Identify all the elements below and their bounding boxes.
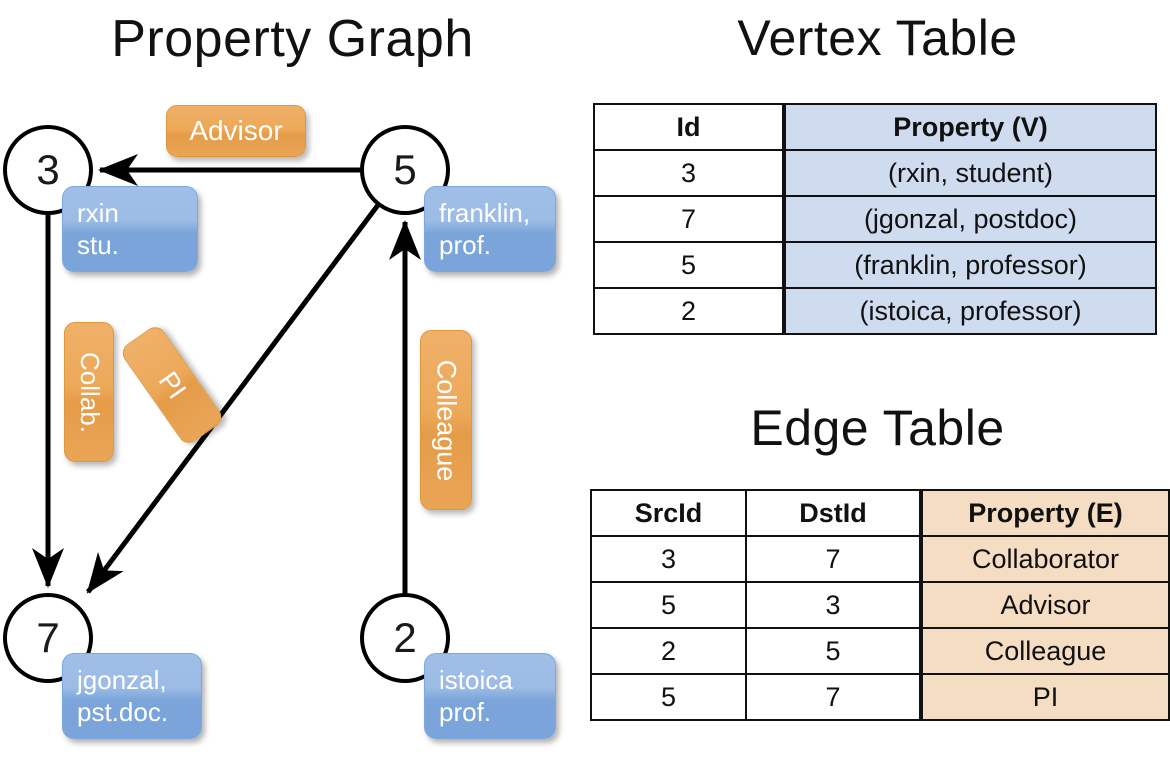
node-property-box-3[interactable]: rxin stu.	[62, 186, 198, 272]
vertex-cell-property: (rxin, student)	[782, 149, 1157, 197]
page-title-property-graph: Property Graph	[111, 10, 474, 68]
vertex-cell-id: 5	[593, 241, 785, 289]
graph-edge-arrows	[32, 154, 421, 595]
edge-label-advisor[interactable]: Advisor	[166, 105, 306, 157]
table-row[interactable]: 5 3 Advisor	[590, 581, 1170, 629]
edge-label-collab-text: Collab.	[74, 351, 105, 433]
table-row[interactable]: 5 (franklin, professor)	[593, 241, 1157, 289]
edge-cell-srcid: 3	[590, 535, 747, 583]
edge-cell-property: Colleague	[919, 627, 1170, 675]
node-property-2-line1: istoica	[439, 665, 513, 695]
vertex-table-header-property: Property (V)	[782, 103, 1157, 151]
table-row[interactable]: 3 (rxin, student)	[593, 149, 1157, 197]
edge-table-header-dstid: DstId	[745, 489, 922, 537]
vertex-cell-property: (istoica, professor)	[782, 287, 1157, 335]
vertex-table-header-id: Id	[593, 103, 785, 151]
edge-table-header-property: Property (E)	[919, 489, 1170, 537]
vertex-table: Id Property (V) 3 (rxin, student) 7 (jgo…	[593, 103, 1157, 335]
vertex-cell-property: (jgonzal, postdoc)	[782, 195, 1157, 243]
graph-node-2-label: 2	[393, 614, 417, 661]
node-property-3-line1: rxin	[77, 198, 119, 228]
edge-table: SrcId DstId Property (E) 3 7 Collaborato…	[590, 489, 1170, 721]
vertex-cell-id: 2	[593, 287, 785, 335]
graph-node-3-label: 3	[36, 146, 60, 193]
edge-cell-property: PI	[919, 673, 1170, 721]
table-row[interactable]: 3 7 Collaborator	[590, 535, 1170, 583]
node-property-box-2[interactable]: istoica prof.	[424, 653, 556, 739]
property-graph-diagram: 3 5 7 2 rxin stu. franklin, prof. jgonza…	[3, 105, 556, 739]
edge-label-collab[interactable]: Collab.	[64, 322, 114, 462]
table-row[interactable]: 2 (istoica, professor)	[593, 287, 1157, 335]
vertex-cell-id: 3	[593, 149, 785, 197]
edge-cell-srcid: 5	[590, 673, 747, 721]
edge-cell-property: Advisor	[919, 581, 1170, 629]
edge-cell-dstid: 7	[745, 673, 922, 721]
edge-label-advisor-text: Advisor	[189, 115, 283, 146]
vertex-cell-property: (franklin, professor)	[782, 241, 1157, 289]
edge-cell-property: Collaborator	[919, 535, 1170, 583]
graph-node-5-label: 5	[393, 146, 417, 193]
edge-label-colleague[interactable]: Colleague	[420, 330, 472, 510]
edge-table-header-srcid: SrcId	[590, 489, 747, 537]
edge-label-pi-text: PI	[152, 365, 193, 404]
node-property-7-line2: pst.doc.	[77, 697, 169, 727]
edge-cell-dstid: 7	[745, 535, 922, 583]
node-property-box-7[interactable]: jgonzal, pst.doc.	[62, 653, 202, 739]
edge-cell-dstid: 5	[745, 627, 922, 675]
vertex-cell-id: 7	[593, 195, 785, 243]
node-property-3-line2: stu.	[77, 230, 119, 260]
edge-cell-srcid: 5	[590, 581, 747, 629]
table-row[interactable]: 5 7 PI	[590, 673, 1170, 721]
table-row[interactable]: 2 5 Colleague	[590, 627, 1170, 675]
table-row[interactable]: 7 (jgonzal, postdoc)	[593, 195, 1157, 243]
edge-5-to-7	[85, 203, 381, 594]
graph-node-7-label: 7	[36, 614, 60, 661]
graph-node-5[interactable]: 5	[360, 125, 450, 215]
page-title-vertex-table: Vertex Table	[737, 10, 1018, 66]
edge-cell-srcid: 2	[590, 627, 747, 675]
edge-cell-dstid: 3	[745, 581, 922, 629]
node-property-2-line2: prof.	[439, 697, 492, 727]
edge-label-colleague-text: Colleague	[431, 359, 462, 481]
vertex-table-header-row: Id Property (V)	[593, 103, 1157, 151]
page-title-edge-table: Edge Table	[750, 400, 1005, 456]
node-property-box-5[interactable]: franklin, prof.	[424, 186, 556, 272]
edge-table-header-row: SrcId DstId Property (E)	[590, 489, 1170, 537]
graph-node-2[interactable]: 2	[360, 593, 450, 683]
node-property-7-line1: jgonzal,	[77, 665, 167, 695]
node-property-5-line1: franklin,	[439, 198, 531, 228]
node-property-5-line2: prof.	[439, 230, 492, 260]
